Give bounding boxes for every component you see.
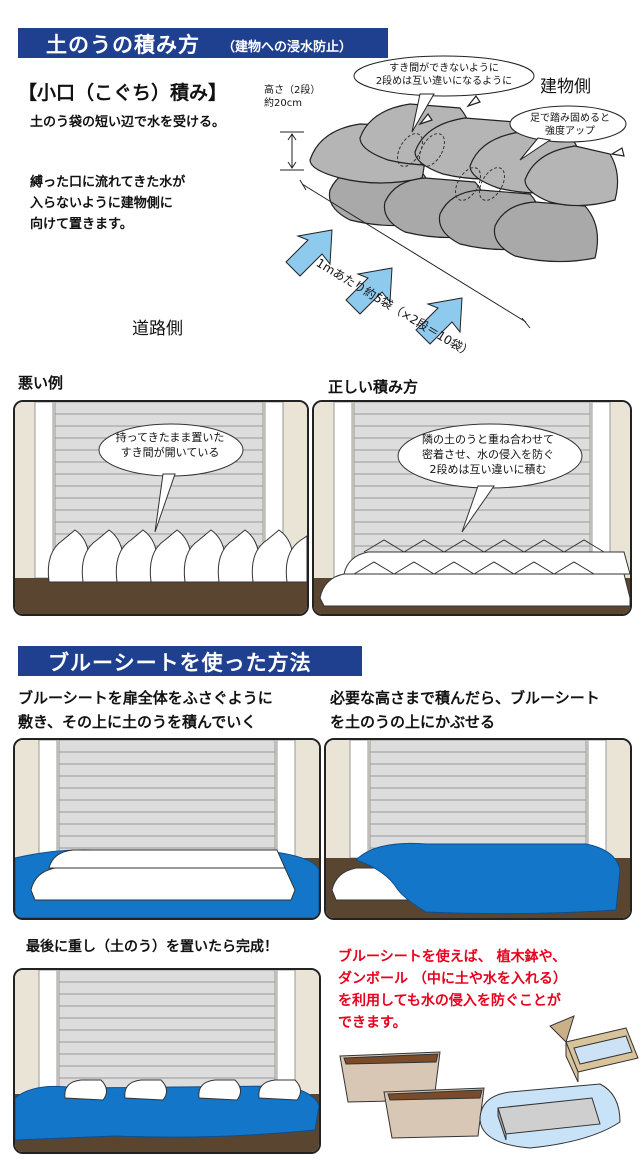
step2-text: 必要な高さまで積んだら、ブルーシート を土のうの上にかぶせる: [330, 689, 600, 731]
covered-box: [479, 1083, 621, 1149]
step2-panel: [324, 738, 632, 920]
section-title: ブルーシートを使った方法: [48, 651, 312, 675]
good-bubble: [397, 423, 583, 533]
weight-sandbags: [64, 1079, 301, 1101]
shutter: [58, 740, 276, 859]
section-header-bluesheet: ブルーシートを使った方法: [18, 646, 362, 676]
sandbags-on-sheet: [30, 849, 296, 901]
step1-panel: [13, 738, 321, 920]
bubble-gap-tip: すき間ができないように 2段めは互い違いになるように: [375, 63, 513, 87]
shutter: [58, 970, 276, 1095]
tip-bubbles: [353, 55, 627, 161]
water-arrows: [285, 229, 463, 345]
bad-bubble-text: 持ってきたまま置いた すき間が開いている: [115, 431, 225, 459]
bad-bubble: [98, 423, 244, 533]
road-side-label: 道路側: [132, 319, 183, 339]
step3-text: 最後に重し（土のう）を置いたら完成！: [26, 939, 278, 955]
good-example-panel: [312, 400, 632, 616]
blue-sheet-cover: [355, 842, 621, 915]
section-subtitle: （建物への浸水防止）: [222, 40, 353, 55]
height-indicator: [280, 131, 304, 171]
planter-boxes: [339, 1051, 485, 1139]
koguchi-desc-2: 縛った口に流れてきた水が 入らないように建物側に 向けて置きます。: [30, 175, 186, 232]
length-line: [299, 179, 531, 329]
alternatives-illustration: [339, 1015, 639, 1149]
koguchi-illustration: [280, 55, 627, 345]
koguchi-heading: 【小口（こぐち）積み】: [18, 82, 228, 104]
good-example-label: 正しい積み方: [328, 378, 419, 396]
bad-example-label: 悪い例: [18, 374, 64, 392]
sandbag-upper-row: [309, 103, 619, 207]
loose-sandbags: [47, 529, 307, 583]
footprint-marks: [397, 133, 505, 201]
step3-panel: [13, 968, 321, 1154]
alternative-note: ブルーシートを使えば、 植木鉢や、 ダンボール （中に土や水を入れる） を利用し…: [338, 949, 567, 1031]
koguchi-desc: 土のう袋の短い辺で水を受ける。: [30, 115, 226, 130]
stacked-sandbags: [319, 539, 630, 607]
section-title: 土のうの積み方: [46, 33, 200, 57]
shutter: [369, 740, 587, 859]
good-bubble-text: 隣の土のうと重ね合わせて 密着させ、水の侵入を防ぐ 2段めは互い違いに積む: [422, 433, 554, 476]
building-side-label: 建物側: [540, 77, 591, 97]
step1-text: ブルーシートを扉全体をふさぐように 敷き、その上に土のうを積んでいく: [18, 689, 273, 731]
section-header-sandbag: 土のうの積み方 （建物への浸水防止）: [18, 28, 388, 58]
cardboard-box: [549, 1015, 639, 1083]
height-label: 高さ（2段） 約20cm: [264, 85, 321, 109]
bad-example-panel: [13, 400, 309, 616]
bubble-stomp-tip: 足で踏み固めると 強度アップ: [530, 113, 610, 137]
